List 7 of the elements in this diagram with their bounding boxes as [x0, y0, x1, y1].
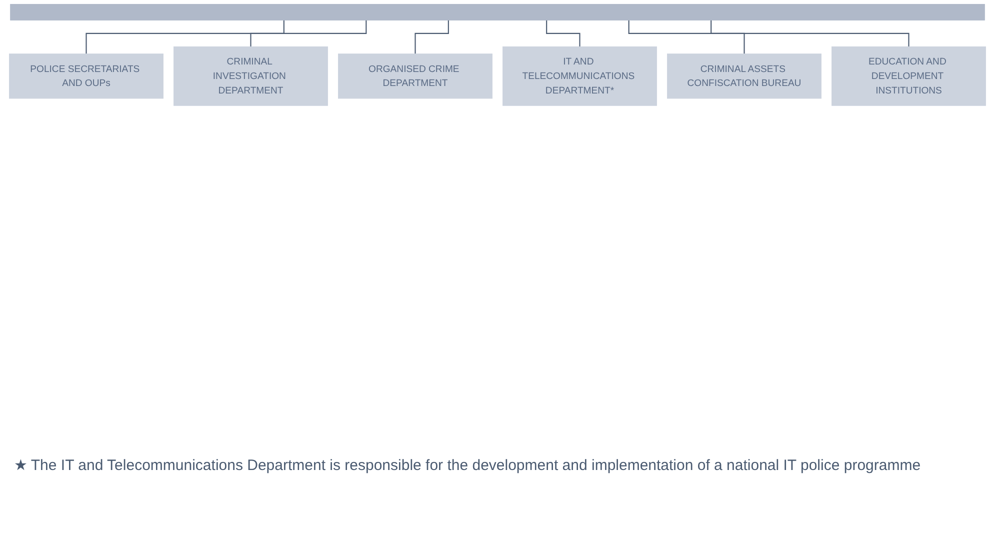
department-box: CRIMINAL ASSETS CONFISCATION BUREAU — [667, 54, 822, 99]
department-box: IT AND TELECOMMUNICATIONS DEPARTMENT* — [502, 46, 657, 106]
department-box: CRIMINAL INVESTIGATION DEPARTMENT — [174, 46, 328, 106]
department-box: POLICE SECRETARIATS AND OUPs — [9, 54, 164, 99]
department-box: EDUCATION AND DEVELOPMENT INSTITUTIONS — [832, 46, 986, 106]
department-box: ORGANISED CRIME DEPARTMENT — [338, 54, 492, 99]
footnote: ★ The IT and Telecommunications Department is responsible for the development and implementation of a national IT police programme — [14, 456, 922, 474]
